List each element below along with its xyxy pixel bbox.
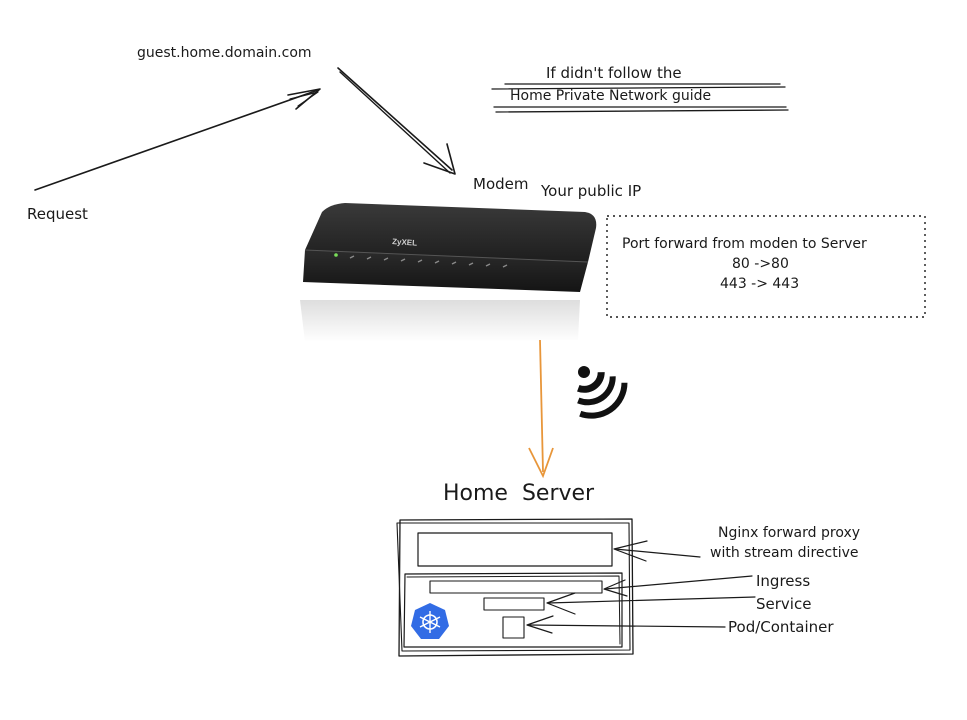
nginx-label-line-2: with stream directive (710, 545, 859, 561)
request-label: Request (27, 205, 88, 223)
port-forward-box (606, 215, 926, 318)
pod-box (502, 616, 525, 639)
port-forward-443: 443 -> 443 (720, 276, 800, 292)
nginx-label-line-1: Nginx forward proxy (718, 525, 861, 541)
kubernetes-icon (411, 603, 449, 639)
modem-label: Modem (473, 175, 529, 193)
service-label: Service (756, 595, 812, 613)
router-led-row (334, 253, 508, 268)
nginx-box (417, 532, 613, 567)
port-forward-title: Port forward from moden to Server (622, 236, 867, 252)
ingress-box (429, 580, 603, 594)
note-underlines (491, 83, 789, 113)
port-forward-80: 80 ->80 (732, 256, 789, 272)
modem-router: ZyXEL (300, 203, 597, 342)
note-line-1: If didn't follow the (546, 64, 682, 82)
home-server-title: Home Server (443, 481, 595, 506)
ingress-label: Ingress (756, 572, 811, 590)
note-line-2: Home Private Network guide (510, 88, 712, 104)
request-arrow (34, 88, 321, 191)
home-server-box (396, 518, 634, 657)
modem-to-server-arrow (528, 339, 554, 479)
domain-label: guest.home.domain.com (137, 45, 312, 61)
pod-label: Pod/Container (728, 618, 834, 636)
public-ip-label: Your public IP (541, 182, 642, 200)
service-box (483, 597, 545, 611)
kubernetes-area (403, 572, 623, 648)
label-arrows (526, 540, 756, 634)
domain-to-modem-arrow (337, 67, 456, 175)
wifi-signal-icon (577, 366, 628, 419)
router-brand: ZyXEL (392, 237, 418, 248)
